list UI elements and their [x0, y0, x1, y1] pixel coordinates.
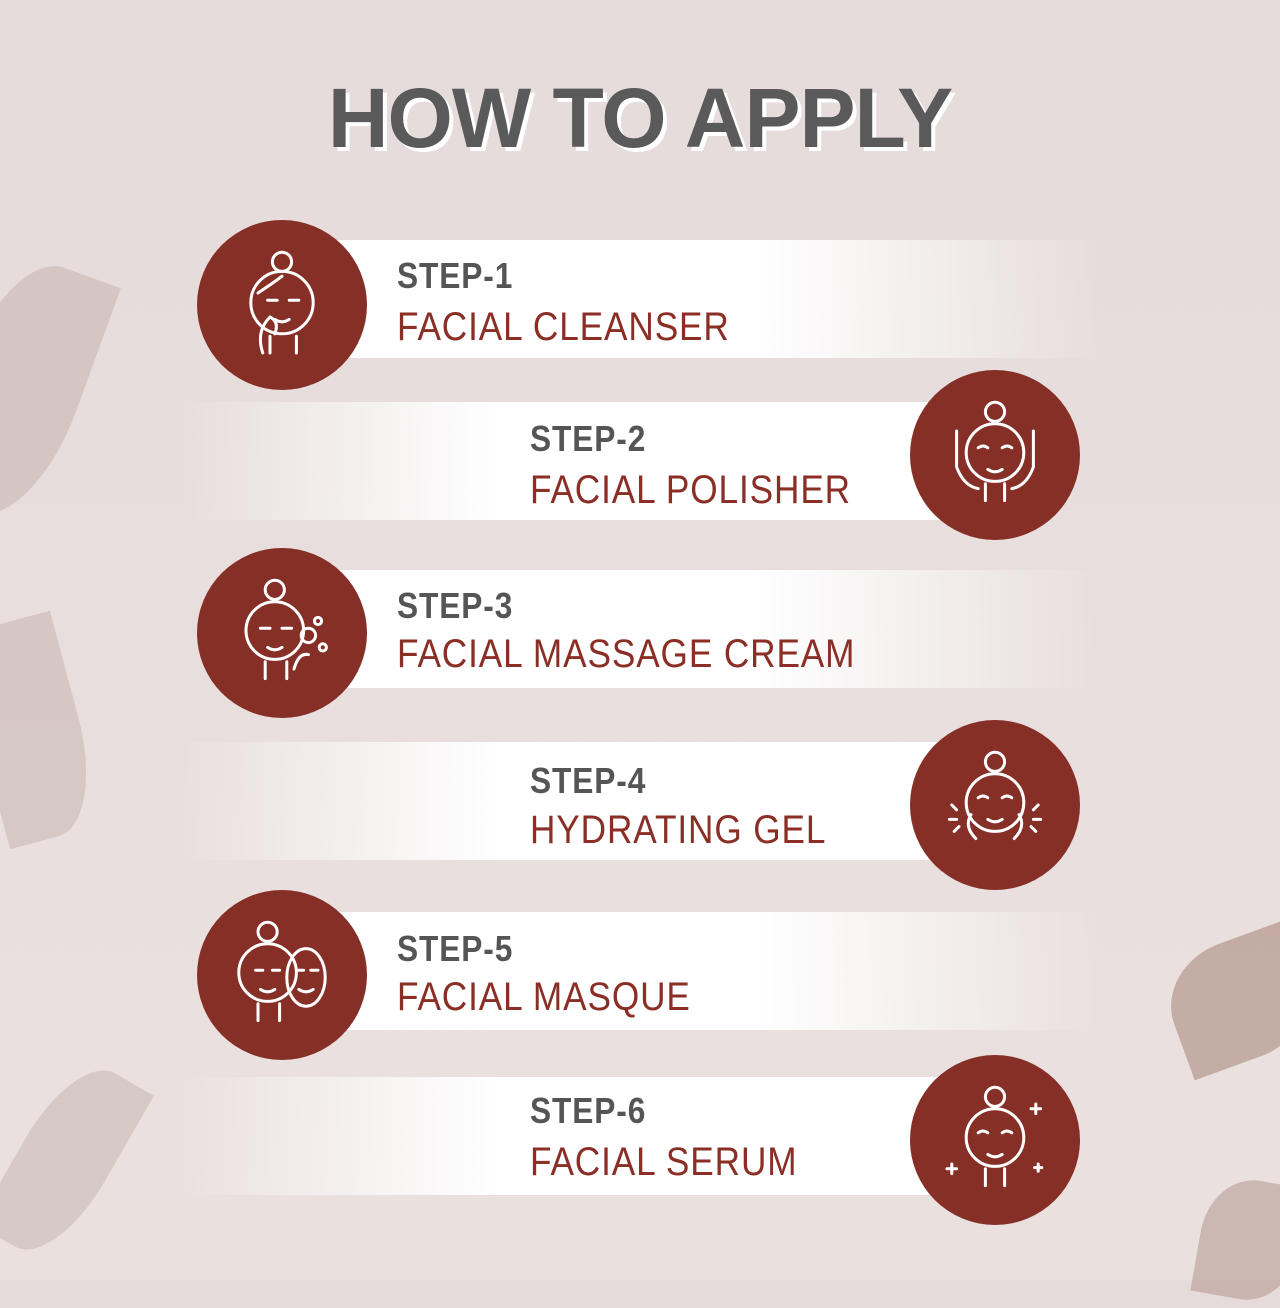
face-sparkle-glow-icon: [945, 1085, 1044, 1188]
step-5-circle: [197, 890, 367, 1060]
decorative-leaf: [0, 610, 107, 850]
step-1-circle: [197, 220, 367, 390]
step-4-band: [180, 742, 980, 860]
step-1-label: STEP-1: [397, 255, 514, 296]
step-5-label: STEP-5: [397, 928, 514, 969]
face-foam-bubbles-icon: [244, 578, 328, 681]
step-6-circle: [910, 1055, 1080, 1225]
decorative-leaf: [0, 247, 121, 533]
step-3-circle: [197, 548, 367, 718]
step-2-label: STEP-2: [530, 418, 647, 459]
step-5-name: FACIAL MASQUE: [397, 975, 691, 1019]
step-6-label: STEP-6: [530, 1090, 647, 1131]
face-massage-hands-icon: [955, 400, 1035, 503]
step-1-band: [240, 240, 1100, 358]
decorative-leaf: [1190, 1172, 1280, 1308]
step-3-band: [240, 570, 1100, 688]
step-2-name: FACIAL POLISHER: [530, 468, 851, 512]
step-6-band: [180, 1077, 980, 1195]
step-2-band: [180, 402, 980, 520]
step-4-label: STEP-4: [530, 760, 647, 801]
decorative-leaf: [1153, 919, 1280, 1081]
face-water-splash-icon: [947, 750, 1043, 841]
step-4-circle: [910, 720, 1080, 890]
face-sheet-mask-icon: [237, 920, 327, 1023]
step-2-circle: [910, 370, 1080, 540]
step-1-name: FACIAL CLEANSER: [397, 305, 730, 349]
face-cleansing-pad-icon: [249, 250, 315, 355]
step-4-name: HYDRATING GEL: [530, 808, 827, 852]
step-6-name: FACIAL SERUM: [530, 1140, 798, 1184]
step-3-name: FACIAL MASSAGE CREAM: [397, 632, 856, 676]
page-title: HOW TO APPLY: [327, 71, 953, 165]
step-5-band: [240, 912, 1100, 1030]
step-3-label: STEP-3: [397, 585, 514, 626]
decorative-leaf: [0, 1050, 154, 1270]
